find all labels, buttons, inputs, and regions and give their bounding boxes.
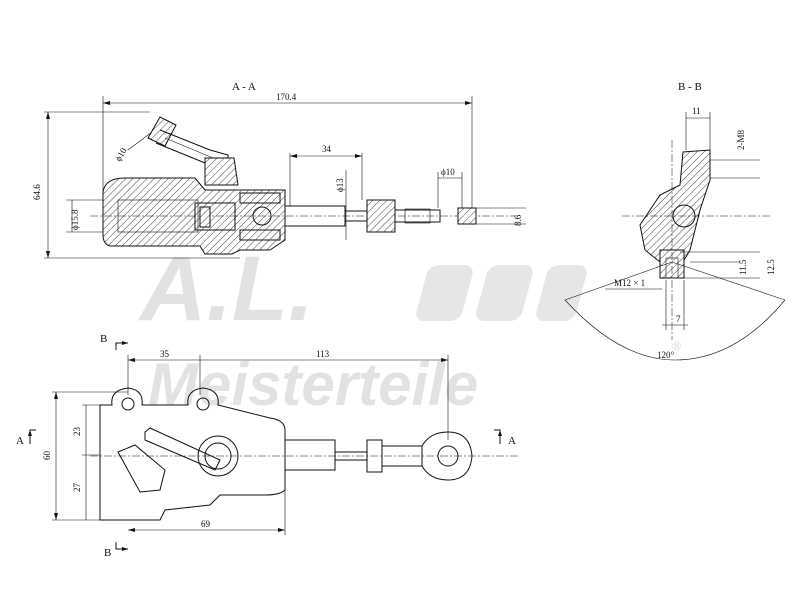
marker-a-left: A: [16, 435, 24, 447]
dim-bb-top: 11: [692, 106, 701, 116]
section-aa-title: A - A: [232, 81, 256, 93]
section-bb-view: B - B 11 2-M8 11.5 12.5 M12 × 1 7 120°: [564, 81, 786, 361]
dim-rod-length: 34: [322, 144, 332, 154]
dim-overall-length: 170.4: [276, 92, 297, 102]
dim-plan-35: 35: [160, 349, 170, 359]
watermark-al: A.L.: [138, 238, 314, 340]
dim-bore: ϕ15.8: [70, 209, 80, 230]
dim-clevis-diameter: ϕ10: [441, 167, 455, 177]
dim-height: 64.6: [32, 184, 42, 200]
watermark: A.L. Meisterteile ®: [138, 238, 681, 418]
dim-bb-thread: M12 × 1: [614, 278, 645, 288]
marker-a-right: A: [508, 435, 516, 447]
dim-plan-113: 113: [316, 349, 330, 359]
watermark-meisterteile: Meisterteile: [148, 351, 478, 418]
dim-bb-angle: 120°: [657, 350, 675, 360]
dim-clevis-height: 8.6: [513, 214, 523, 226]
dim-bb-width: 7: [676, 314, 681, 324]
plan-view: B B A A 35 113 60 23 27: [16, 333, 520, 559]
dim-plan-27: 27: [72, 483, 82, 493]
dim-pipe-diameter: ϕ10: [113, 146, 129, 163]
dim-plan-23: 23: [72, 427, 82, 437]
section-aa-view: A - A 170.4 64.6 ϕ15.8 ϕ10: [32, 81, 526, 259]
dim-rod-diameter: ϕ13: [335, 178, 345, 192]
watermark-logo-icon: [416, 265, 587, 321]
section-bb-title: B - B: [678, 81, 702, 93]
marker-b-top: B: [100, 333, 107, 345]
marker-b-bottom: B: [104, 547, 111, 559]
dim-bb-h2: 12.5: [766, 259, 776, 275]
dim-plan-60: 60: [42, 451, 52, 461]
watermark-registered: ®: [672, 339, 681, 353]
dim-bb-h1: 11.5: [738, 259, 748, 275]
dim-bb-thread-small: 2-M8: [736, 130, 746, 150]
dim-plan-69: 69: [201, 519, 211, 529]
